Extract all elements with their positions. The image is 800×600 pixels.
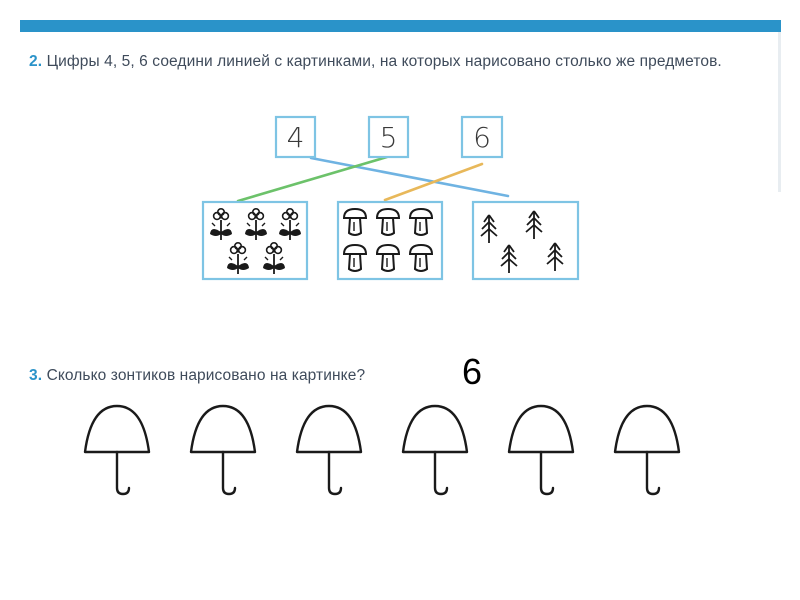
picture-box-frame [471,200,580,281]
task-2-text: 2. Цифры 4, 5, 6 соедини линией с картин… [29,52,769,72]
digit-box-frame [460,115,504,159]
flower-icon [227,242,249,274]
umbrella-icon [189,404,257,496]
top-accent-bar [20,20,781,32]
digit-box-5: 5 [367,115,410,159]
task-3-number: 3. [29,367,43,384]
digit-box-4: 4 [274,115,317,159]
mushroom-icon [342,243,368,272]
mushroom-icon [375,207,401,236]
connection-line-6 [383,162,484,202]
umbrella-icon [507,404,575,496]
fir-tree-icon [525,210,543,239]
flower-icon [279,208,301,240]
digit-box-6: 6 [460,115,504,159]
mushroom-icon [375,243,401,272]
digit-5: 5 [380,121,398,154]
task-2-instruction: Цифры 4, 5, 6 соедини линией с картинкам… [46,53,722,70]
umbrella-icon [83,404,151,496]
connection-lines [236,155,510,203]
handwritten-answer: 6 [462,351,483,392]
mushroom-icon [342,207,368,236]
digit-box-frame [367,115,410,159]
flower-icon [210,208,232,240]
fir-tree-icon [480,214,498,243]
connection-line-4 [309,156,510,198]
picture-box-frame [336,200,444,281]
picture-box-2 [336,200,444,281]
picture-boxes [201,200,580,281]
umbrella-icon [295,404,363,496]
digit-boxes: 4 5 6 [274,115,504,159]
connection-line-5 [236,155,389,203]
fir-tree-icon [500,244,518,273]
flower-icon [245,208,267,240]
right-page-edge [778,32,781,192]
umbrella-row [83,404,681,496]
mushroom-icon [408,243,434,272]
task-3-text: 3. Сколько зонтиков нарисовано на картин… [29,366,449,386]
mushroom-icon [408,207,434,236]
picture-box-3 [471,200,580,281]
digit-6: 6 [473,121,491,154]
flower-icon [263,242,285,274]
fir-tree-icon [546,242,564,271]
task-2-number: 2. [29,53,43,70]
picture-box-1 [201,200,309,281]
digit-box-frame [274,115,317,159]
umbrella-icon [613,404,681,496]
digit-4: 4 [287,121,305,154]
umbrella-icon [401,404,469,496]
task-3-question: Сколько зонтиков нарисовано на картинке? [46,367,366,384]
